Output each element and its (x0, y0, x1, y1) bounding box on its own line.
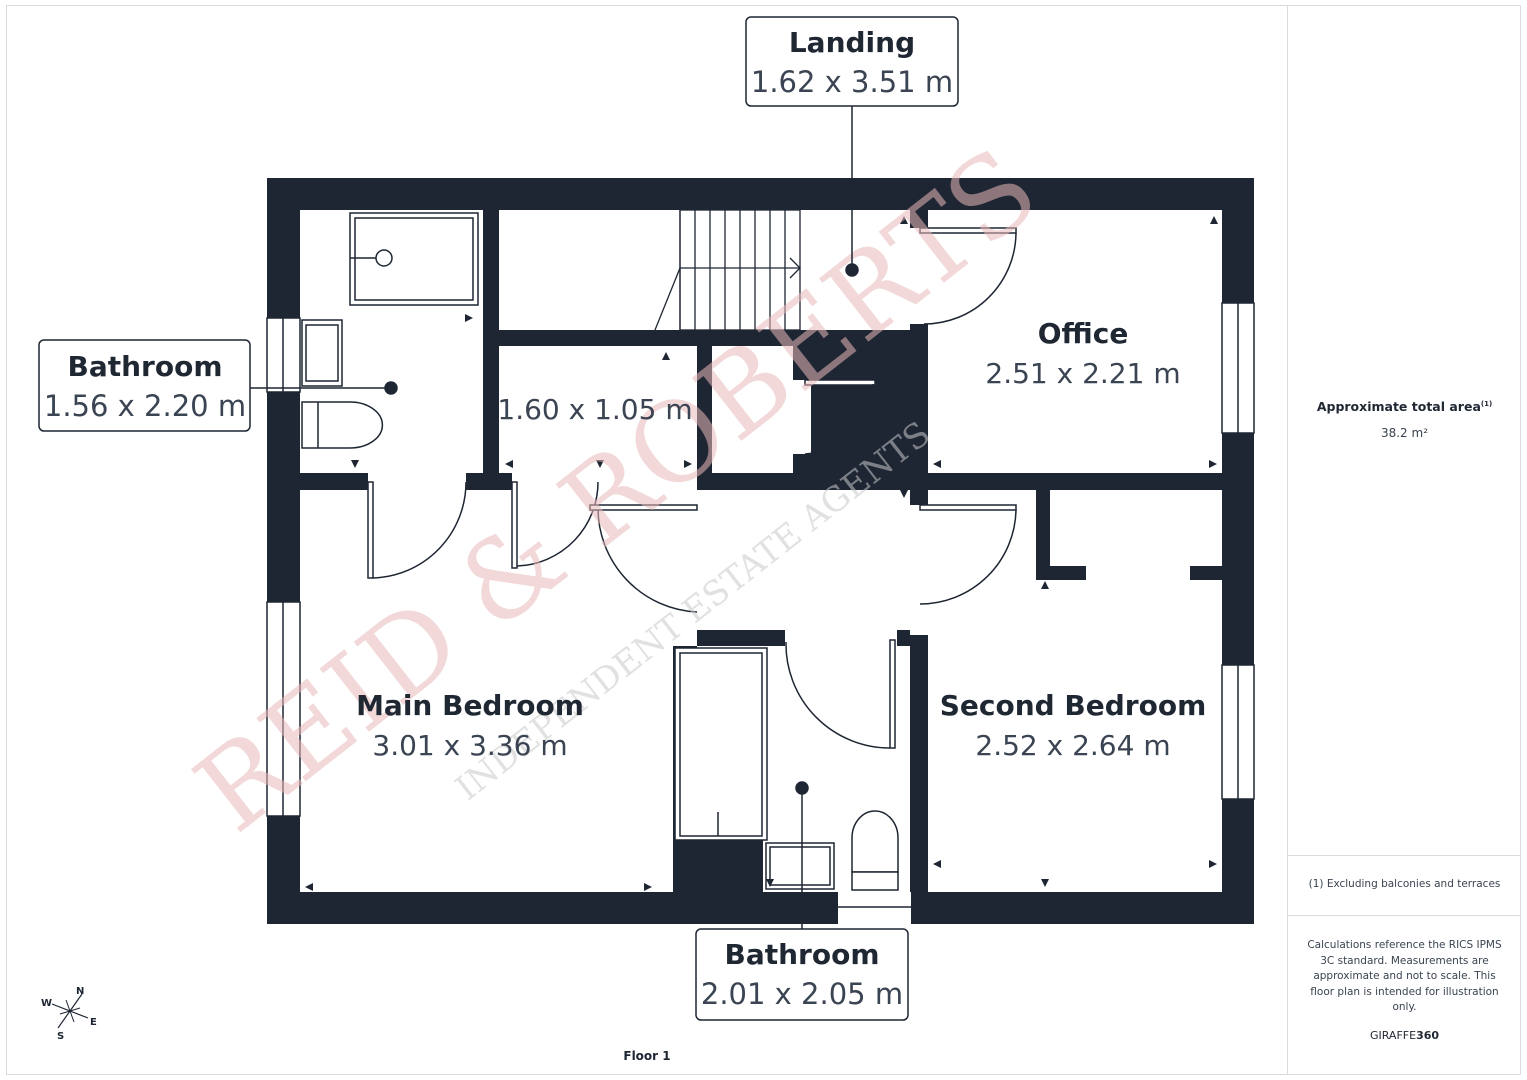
room-dims-landing: 1.62 x 3.51 m (751, 65, 953, 99)
brand-logo: GIRAFFE360 (1288, 1029, 1521, 1042)
disclaimer: Calculations reference the RICS IPMS 3C … (1288, 938, 1521, 1016)
room-dims-bathroom-left: 1.56 x 2.20 m (44, 389, 246, 423)
area-sup: (1) (1480, 399, 1493, 408)
room-dims-main-bedroom: 3.01 x 3.36 m (372, 729, 567, 762)
staircase (654, 209, 801, 331)
info-panel: Approximate total area(1) 38.2 m² (1) Ex… (1287, 5, 1521, 1075)
door-gap (785, 630, 897, 646)
bath-floor-block (673, 840, 763, 892)
door-gap (838, 892, 911, 924)
area-label-row: Approximate total area(1) (1288, 399, 1521, 414)
footnote: (1) Excluding balconies and terraces (1308, 878, 1501, 890)
plan-frame (6, 5, 1521, 1075)
compass-w: W (41, 998, 52, 1009)
room-dims-second-bedroom: 2.52 x 2.64 m (975, 729, 1170, 762)
brand-b: 360 (1416, 1029, 1440, 1042)
compass-n: N (76, 986, 84, 997)
door-gap (910, 228, 928, 324)
label-box-landing (745, 16, 959, 107)
label-pointers (250, 106, 859, 930)
door-gap (598, 473, 697, 490)
door-gap (793, 380, 811, 454)
compass-s: S (57, 1031, 64, 1042)
fixtures (301, 212, 899, 891)
area-label: Approximate total area (1316, 399, 1481, 414)
bath-floor-block-2 (763, 892, 835, 924)
divider (1288, 915, 1521, 916)
windows (266, 302, 1255, 817)
room-name-bathroom-left: Bathroom (67, 350, 222, 383)
floor-label: Floor 1 (623, 1049, 670, 1063)
room-name-second-bedroom: Second Bedroom (940, 689, 1207, 722)
wardrobe-opening (1086, 566, 1190, 580)
disclaimer-line: floor plan is intended for illustration (1310, 985, 1499, 998)
disclaimer-line: approximate and not to scale. This (1313, 970, 1496, 982)
room-name-bathroom-bottom: Bathroom (724, 938, 879, 971)
door-gap (910, 505, 928, 605)
label-box-bathroom-bottom (695, 928, 909, 1021)
label-box-bathroom-left (38, 339, 251, 432)
disclaimer-line: 3C standard. Measurements are (1320, 954, 1489, 967)
closet-wall (1036, 490, 1050, 580)
room-name-main-bedroom: Main Bedroom (356, 689, 584, 722)
door-gap (368, 473, 466, 490)
door-swings (367, 227, 1017, 749)
disclaimer-line: only. (1392, 1001, 1417, 1013)
room-dims-bathroom-bottom: 2.01 x 2.05 m (701, 977, 903, 1011)
compass-icon: N S E W (41, 986, 97, 1042)
room-dims-office: 2.51 x 2.21 m (985, 357, 1180, 390)
door-gap (512, 473, 598, 490)
room-name-office: Office (1038, 317, 1129, 350)
room-name-landing: Landing (789, 26, 915, 59)
compass-e: E (90, 1017, 97, 1028)
brand-a: GIRAFFE (1369, 1029, 1417, 1042)
door-gap (910, 605, 928, 635)
divider (1288, 855, 1521, 856)
area-value: 38.2 m² (1380, 426, 1429, 440)
room-dims-storage: 1.60 x 1.05 m (497, 393, 692, 426)
disclaimer-line: Calculations reference the RICS IPMS (1307, 939, 1502, 951)
measure-ticks (305, 216, 1218, 891)
